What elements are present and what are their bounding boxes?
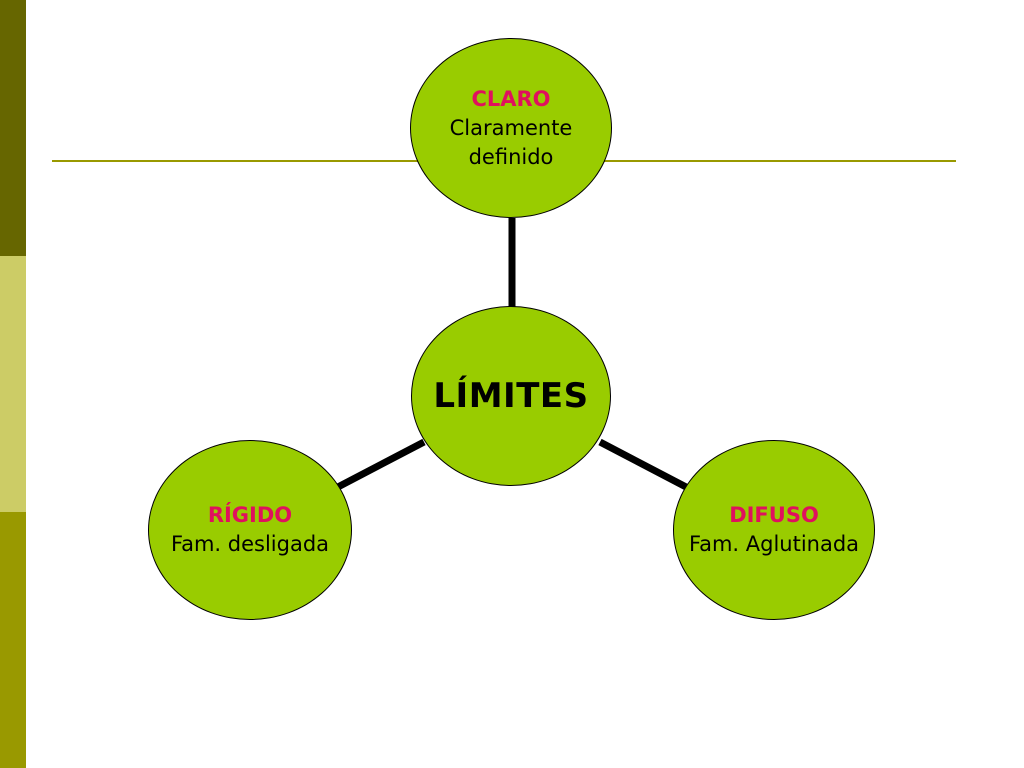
node-claro: CLARO Claramente definido — [410, 38, 612, 218]
node-claro-line1: Claramente — [449, 115, 573, 140]
node-difuso-title: DIFUSO — [729, 503, 819, 527]
node-limites-label: LÍMITES — [433, 376, 589, 416]
node-difuso-line1: Fam. Aglutinada — [688, 532, 860, 556]
connector-center-left — [334, 438, 426, 492]
node-rigido-title: RÍGIDO — [207, 503, 293, 527]
side-band-top — [0, 0, 26, 256]
side-band-middle — [0, 256, 26, 512]
node-claro-title: CLARO — [471, 86, 551, 111]
node-rigido: RÍGIDO Fam. desligada — [148, 440, 352, 620]
node-limites: LÍMITES — [411, 306, 611, 486]
node-claro-line2: definido — [468, 144, 554, 169]
node-difuso: DIFUSO Fam. Aglutinada — [673, 440, 875, 620]
connector-center-right — [598, 438, 690, 492]
node-rigido-line1: Fam. desligada — [170, 532, 330, 556]
side-band-bottom — [0, 512, 26, 768]
